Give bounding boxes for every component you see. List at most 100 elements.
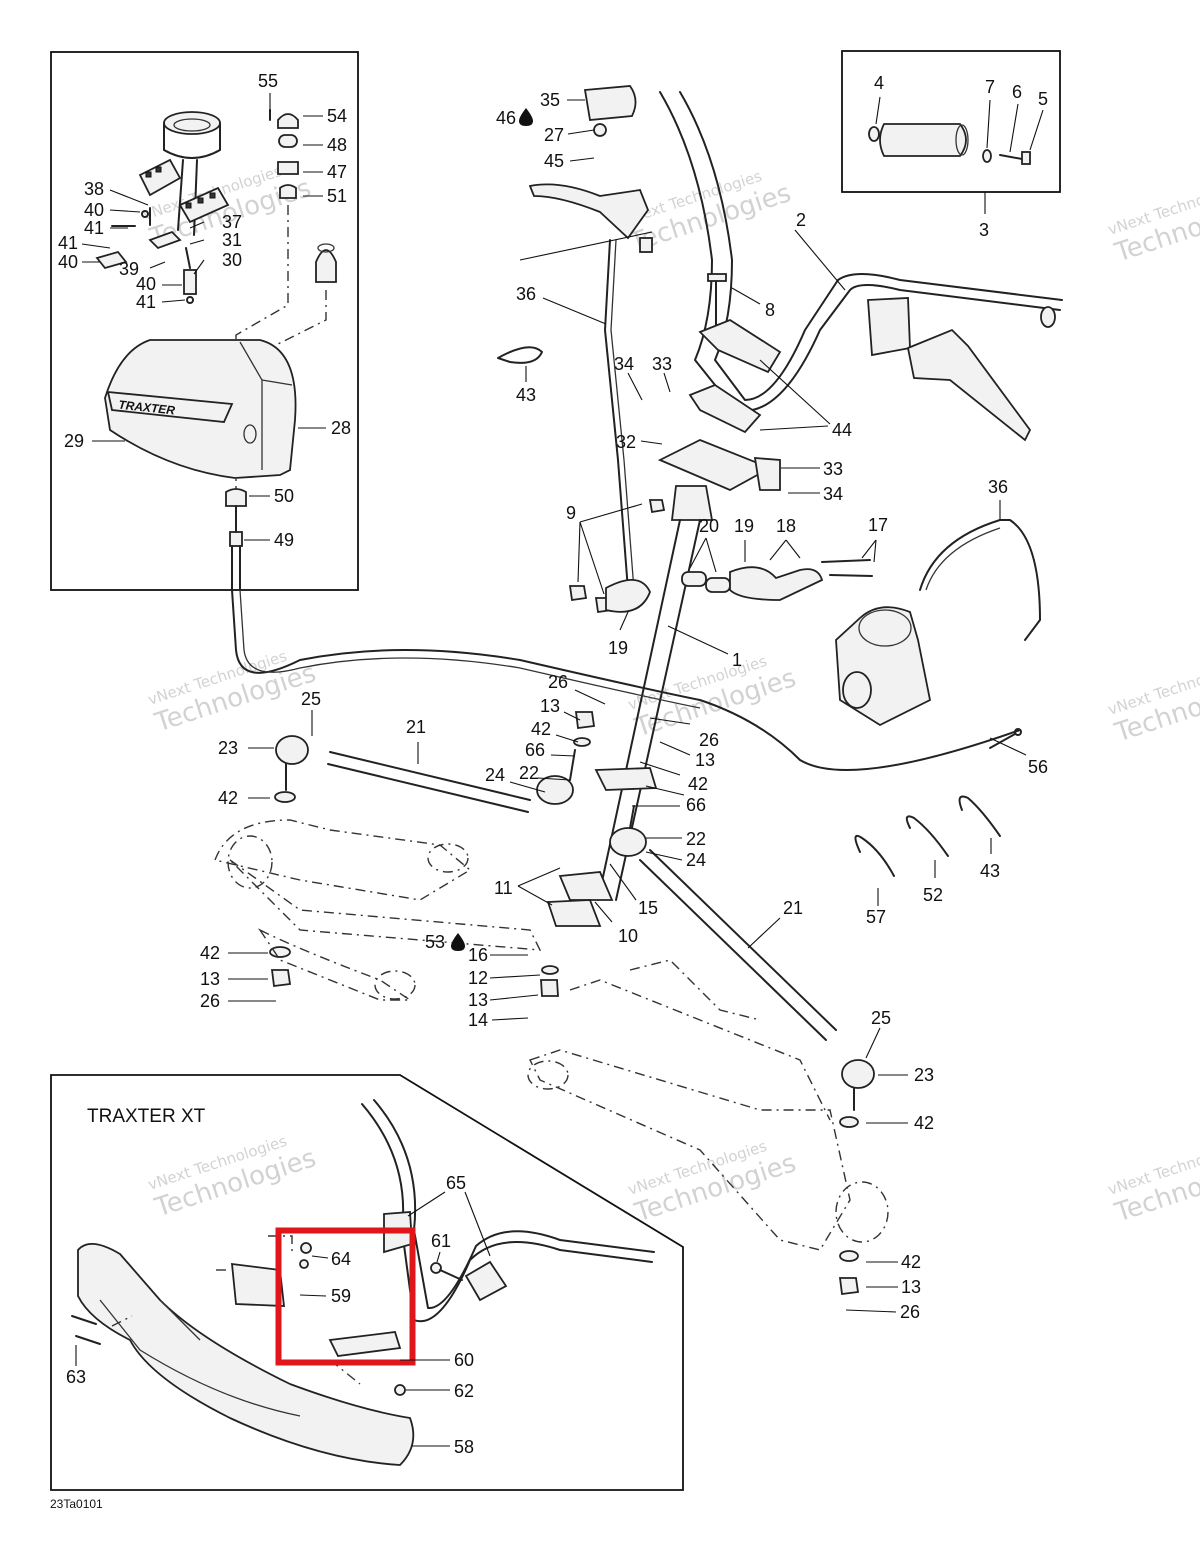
callout: 16 (468, 945, 488, 965)
callout: 35 (540, 90, 560, 110)
callout: 6 (1012, 82, 1022, 102)
callout: 14 (468, 1010, 488, 1030)
callout: 21 (783, 898, 803, 918)
callout: 52 (923, 885, 943, 905)
callout: 22 (686, 829, 706, 849)
callout: 36 (988, 477, 1008, 497)
callout: 66 (525, 740, 545, 760)
watermark: vNext Technologies Technologies (1106, 177, 1200, 269)
callout: 55 (258, 71, 278, 91)
callout: 41 (136, 292, 156, 312)
callout: 10 (618, 926, 638, 946)
callout: 62 (454, 1381, 474, 1401)
callout: 51 (327, 186, 347, 206)
callout: 34 (614, 354, 634, 374)
callout: 25 (301, 689, 321, 709)
callout: 46 (496, 108, 516, 128)
traxter-xt-inset-frame (50, 1074, 684, 1491)
callout: 42 (688, 774, 708, 794)
callout: 42 (531, 719, 551, 739)
watermark: vNext Technologies Technologies (1106, 1137, 1200, 1229)
callout: 66 (686, 795, 706, 815)
console-brand-text: TRAXTER (118, 398, 176, 418)
callout: 60 (454, 1350, 474, 1370)
grip-assembly-drawing (868, 123, 1031, 165)
callout: 3 (979, 220, 989, 240)
drop-icon (451, 933, 465, 951)
callout: 21 (406, 717, 426, 737)
callout: 56 (1028, 757, 1048, 777)
traxter-xt-drawing (71, 1099, 655, 1466)
callout: 39 (119, 259, 139, 279)
callout: 24 (686, 850, 706, 870)
callout: 23 (914, 1065, 934, 1085)
callout: 38 (84, 179, 104, 199)
callout: 25 (871, 1008, 891, 1028)
callout: 37 (222, 212, 242, 232)
callout: 63 (66, 1367, 86, 1387)
callout: 58 (454, 1437, 474, 1457)
callout: 41 (84, 218, 104, 238)
callout: 24 (485, 765, 505, 785)
callout: 40 (58, 252, 78, 272)
callout: 50 (274, 486, 294, 506)
main-steering-drawing (214, 85, 1063, 1296)
callout: 23 (218, 738, 238, 758)
callout: 57 (866, 907, 886, 927)
callout: 41 (58, 233, 78, 253)
callout: 19 (734, 516, 754, 536)
highlight-box (275, 1227, 416, 1366)
callout: 18 (776, 516, 796, 536)
callout: 29 (64, 431, 84, 451)
reference-code: 23Ta0101 (50, 1497, 103, 1511)
callout: 53 (425, 932, 445, 952)
watermark: vNext Technologies Technologies (146, 647, 320, 739)
inset-title: TRAXTER XT (87, 1106, 206, 1127)
callout: 45 (544, 151, 564, 171)
callout: 31 (222, 230, 242, 250)
callout: 49 (274, 530, 294, 550)
watermark: vNext Technologies Technologies (626, 652, 800, 744)
callout: 32 (616, 432, 636, 452)
shifter-inset-frame (50, 51, 359, 591)
callout: 9 (566, 503, 576, 523)
callout: 13 (468, 990, 488, 1010)
watermark: vNext Technologies Technologies (146, 1132, 320, 1224)
callout: 40 (84, 200, 104, 220)
grip-inset-frame (841, 50, 1061, 193)
callout: 42 (914, 1113, 934, 1133)
callout: 13 (695, 750, 715, 770)
callout: 13 (540, 696, 560, 716)
callout: 4 (874, 73, 884, 93)
callout: 13 (901, 1277, 921, 1297)
callout: 17 (868, 515, 888, 535)
callout: 43 (516, 385, 536, 405)
callout: 59 (331, 1286, 351, 1306)
callout-labels: 55 54 48 47 51 38 40 37 41 31 41 40 39 3… (58, 71, 1048, 1457)
callout: 26 (900, 1302, 920, 1322)
drop-icon (519, 108, 533, 126)
callout: 22 (519, 763, 539, 783)
watermark: vNext Technologies Technologies (626, 1137, 800, 1229)
callout: 44 (832, 420, 852, 440)
callout: 65 (446, 1173, 466, 1193)
callout: 28 (331, 418, 351, 438)
callout: 33 (652, 354, 672, 374)
callout: 43 (980, 861, 1000, 881)
watermark: vNext Technologies Technologies (1106, 657, 1200, 749)
callout: 1 (732, 650, 742, 670)
callout: 42 (218, 788, 238, 808)
callout: 48 (327, 135, 347, 155)
callout: 7 (985, 77, 995, 97)
callout: 11 (494, 878, 513, 898)
callout: 13 (200, 969, 220, 989)
callout: 34 (823, 484, 843, 504)
callout: 26 (548, 672, 568, 692)
callout: 42 (200, 943, 220, 963)
callout: 30 (222, 250, 242, 270)
callout: 64 (331, 1249, 351, 1269)
callout: 2 (796, 210, 806, 230)
shifter-assembly-drawing: TRAXTER (95, 109, 337, 591)
callout: 12 (468, 968, 488, 988)
